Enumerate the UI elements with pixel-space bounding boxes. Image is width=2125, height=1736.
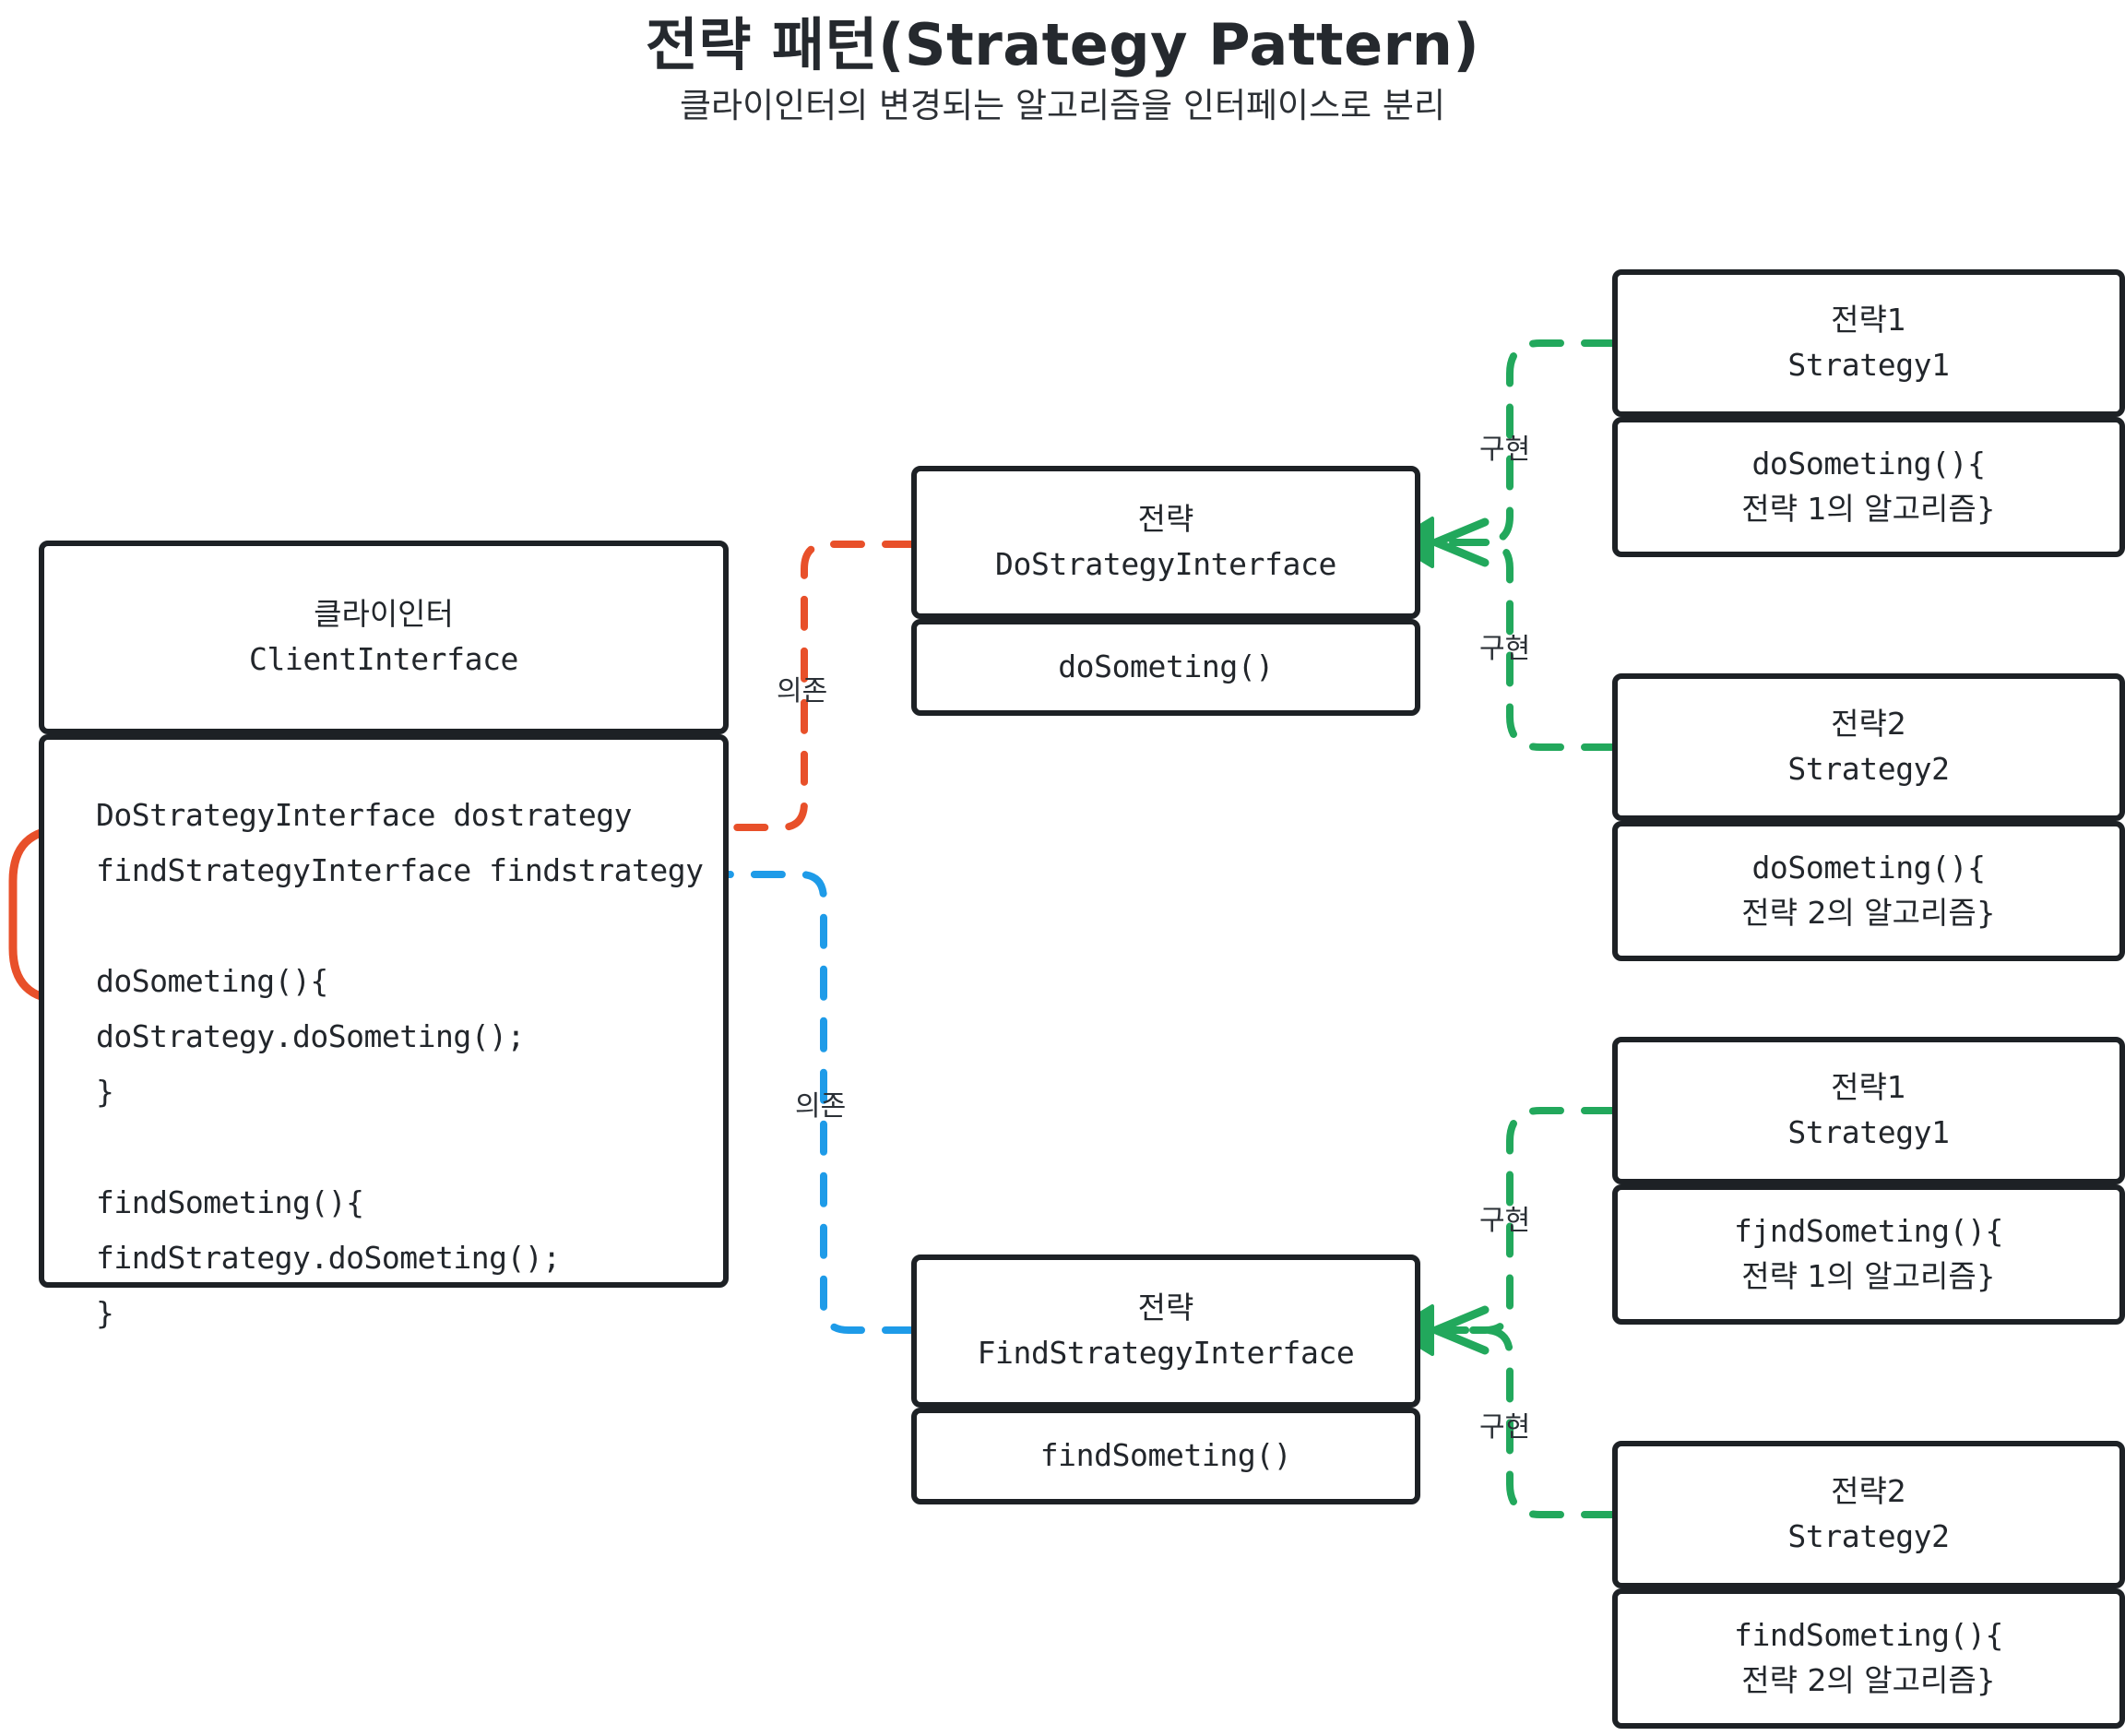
edge-label-dependency-find: 의존 xyxy=(795,1090,847,1123)
edge-label-implements-1: 구현 xyxy=(1479,434,1531,466)
client-class-header-box[interactable]: 클라이인터 ClientInterface xyxy=(39,541,729,734)
client-body-line-8: findStrategy.doSometing(); xyxy=(96,1240,561,1277)
client-body-line-9: } xyxy=(96,1295,114,1332)
strategy-2-header-box[interactable]: 전략2 Strategy2 xyxy=(1612,673,2125,821)
page-subtitle: 클라이인터의 변경되는 알고리즘을 인터페이스로 분리 xyxy=(680,86,1445,126)
strategy-3-body-line-2: 전략 1의 알고리즘} xyxy=(1741,1258,1996,1294)
strategy-2-body-line-1: doSometing(){ xyxy=(1751,850,1986,886)
title-block: 전략 패턴(Strategy Pattern) 클라이인터의 변경되는 알고리즘… xyxy=(0,13,2125,127)
do-strategy-interface-method: doSometing() xyxy=(1058,648,1274,685)
strategy-3-body-line-1: fjndSometing(){ xyxy=(1733,1213,2003,1250)
strategy-4-header-box[interactable]: 전략2 Strategy2 xyxy=(1612,1441,2125,1588)
strategy-2-header-ko: 전략2 xyxy=(1831,706,1906,743)
strategy-3-header-ko: 전략1 xyxy=(1831,1069,1906,1106)
find-strategy-interface-method: findSometing() xyxy=(1039,1437,1292,1474)
do-strategy-interface-header-en: DoStrategyInterface xyxy=(995,546,1336,582)
edge-label-implements-4: 구현 xyxy=(1479,1411,1531,1444)
strategy-3-header-box[interactable]: 전략1 Strategy1 xyxy=(1612,1037,2125,1184)
client-body-line-7: findSometing(){ xyxy=(96,1184,364,1221)
strategy-1-body-line-2: 전략 1의 알고리즘} xyxy=(1741,491,1996,527)
find-strategy-interface-method-box[interactable]: findSometing() xyxy=(911,1408,1420,1504)
implements-do-merge-arrow xyxy=(1431,517,1490,567)
strategy-3-body-box[interactable]: fjndSometing(){ 전략 1의 알고리즘} xyxy=(1612,1184,2125,1325)
strategy-4-header-en: Strategy2 xyxy=(1787,1518,1950,1554)
strategy-2-body-line-2: 전략 2의 알고리즘} xyxy=(1741,895,1996,931)
client-class-body-box[interactable]: DoStrategyInterface dostrategy findStrat… xyxy=(39,734,729,1331)
find-strategy-interface-header-en: FindStrategyInterface xyxy=(977,1335,1355,1371)
edge-label-dependency-do: 의존 xyxy=(777,675,828,707)
client-body-line-3: doSometing(){ xyxy=(96,963,328,1000)
strategy-1-header-box[interactable]: 전략1 Strategy1 xyxy=(1612,269,2125,417)
strategy-2-body-box[interactable]: doSometing(){ 전략 2의 알고리즘} xyxy=(1612,821,2125,961)
client-body-line-0: DoStrategyInterface dostrategy xyxy=(96,797,633,833)
strategy-1-body-line-1: doSometing(){ xyxy=(1751,446,1986,482)
strategy-1-header-ko: 전략1 xyxy=(1831,302,1906,339)
edge-label-implements-2: 구현 xyxy=(1479,633,1531,665)
edge-label-implements-3: 구현 xyxy=(1479,1205,1531,1237)
strategy-4-body-box[interactable]: findSometing(){ 전략 2의 알고리즘} xyxy=(1612,1588,2125,1729)
do-strategy-interface-header-box[interactable]: 전략 DoStrategyInterface xyxy=(911,466,1420,619)
client-header-ko: 클라이인터 xyxy=(314,596,454,633)
strategy-4-header-ko: 전략2 xyxy=(1831,1473,1906,1510)
client-header-en: ClientInterface xyxy=(248,641,518,677)
client-body-line-1: findStrategyInterface findstrategy xyxy=(96,852,704,889)
strategy-1-body-box[interactable]: doSometing(){ 전략 1의 알고리즘} xyxy=(1612,417,2125,557)
strategy-4-body-line-1: findSometing(){ xyxy=(1733,1617,2003,1654)
strategy-1-header-en: Strategy1 xyxy=(1787,347,1950,383)
implements-find-merge-arrow xyxy=(1431,1305,1490,1355)
page-title: 전략 패턴(Strategy Pattern) xyxy=(645,11,1480,78)
client-body-line-4: doStrategy.doSometing(); xyxy=(96,1018,525,1055)
do-strategy-interface-header-ko: 전략 xyxy=(1137,501,1194,538)
find-strategy-interface-header-ko: 전략 xyxy=(1137,1290,1194,1326)
strategy-4-body-line-2: 전략 2의 알고리즘} xyxy=(1741,1662,1996,1698)
strategy-3-header-en: Strategy1 xyxy=(1787,1114,1950,1150)
strategy-2-header-en: Strategy2 xyxy=(1787,751,1950,787)
find-strategy-interface-header-box[interactable]: 전략 FindStrategyInterface xyxy=(911,1254,1420,1408)
client-body-line-5: } xyxy=(96,1074,114,1111)
do-strategy-interface-method-box[interactable]: doSometing() xyxy=(911,619,1420,716)
